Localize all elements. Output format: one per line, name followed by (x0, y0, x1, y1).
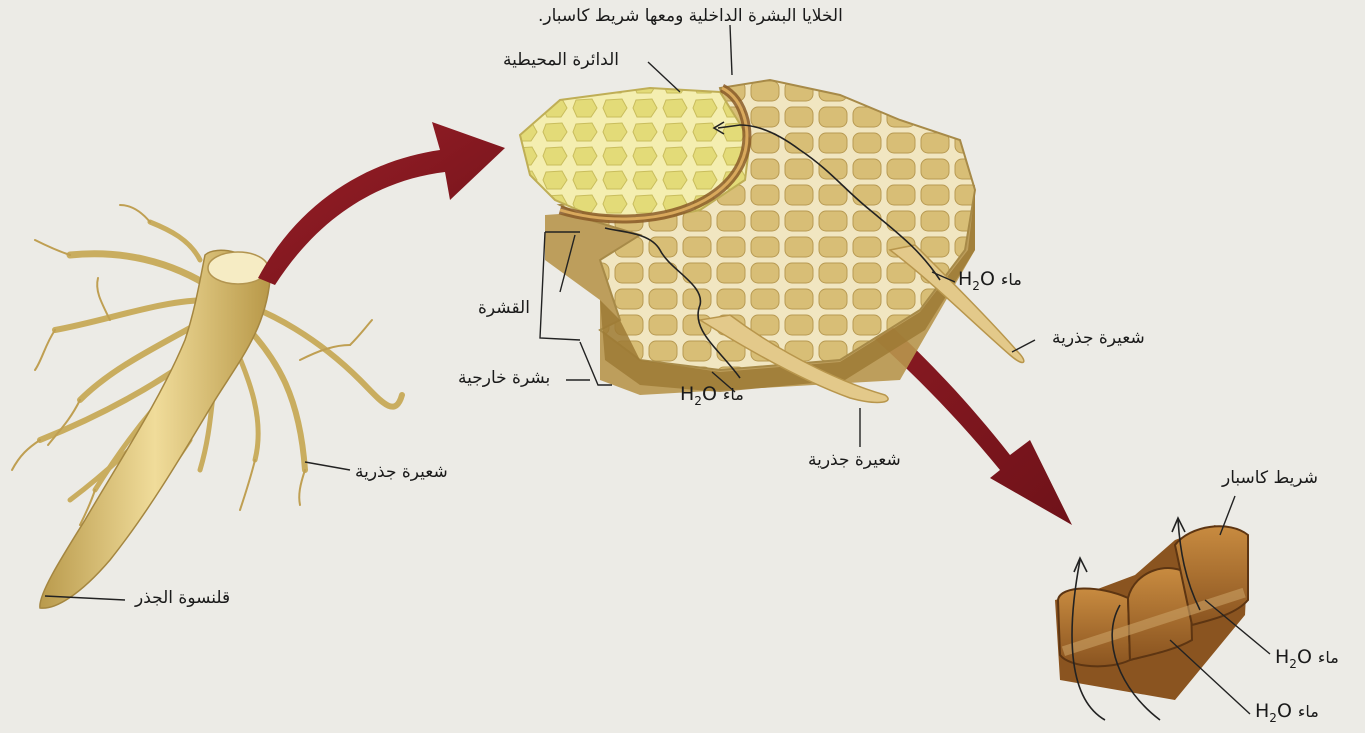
label-root-cap: قلنسوة الجذر (135, 590, 230, 607)
label-water-strip-lower: H2O ماء (1255, 702, 1319, 724)
label-water-epidermis: H2O ماء (680, 385, 744, 407)
cut-surface (208, 252, 268, 284)
root-system (12, 205, 402, 608)
label-cortex: القشرة (478, 300, 530, 317)
label-water-cortex: H2O ماء (958, 270, 1022, 292)
label-root-hair-right: شعيرة جذرية (1052, 330, 1145, 347)
water-formula: H2O (958, 268, 995, 290)
lateral-root (55, 300, 210, 330)
water-word: ماء (723, 385, 744, 404)
label-epidermis: بشرة خارجية (458, 370, 550, 387)
root-cross-section (520, 80, 1024, 402)
label-casparian-strip: شريط كاسبار (1222, 470, 1318, 487)
lateral-root (70, 254, 215, 290)
label-root-hair-mid: شعيرة جذرية (808, 452, 901, 469)
water-formula: H2O (1255, 700, 1292, 722)
label-pericycle: الدائرة المحيطية (503, 52, 619, 69)
casparian-detail (1055, 518, 1248, 720)
water-word: ماء (1001, 270, 1022, 289)
label-root-hair-left: شعيرة جذرية (355, 464, 448, 481)
label-endodermis: الخلايا البشرة الداخلية ومعها شريط كاسبا… (538, 8, 843, 25)
arrow-to-cross-section (258, 122, 505, 285)
water-formula: H2O (1275, 646, 1312, 668)
water-word: ماء (1298, 702, 1319, 721)
water-formula: H2O (680, 383, 717, 405)
lateral-root (150, 222, 200, 260)
label-water-strip-upper: H2O ماء (1275, 648, 1339, 670)
vascular-cylinder (520, 88, 750, 220)
water-word: ماء (1318, 648, 1339, 667)
